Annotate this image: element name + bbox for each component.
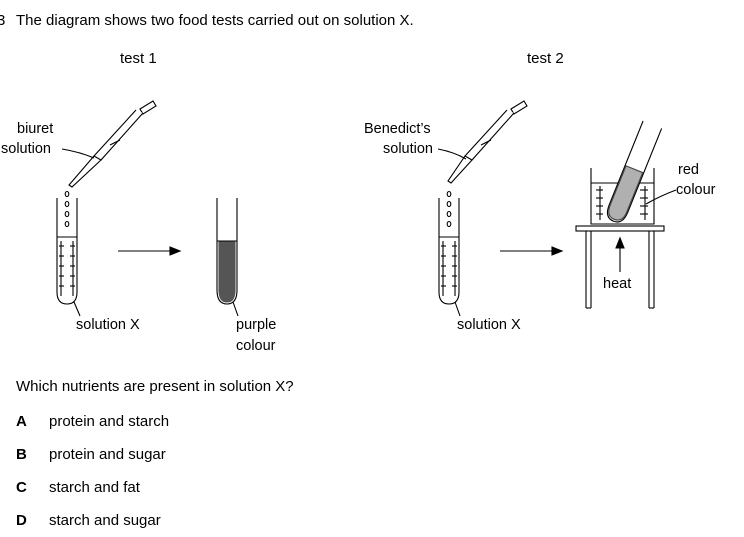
drop <box>64 220 70 228</box>
leader-line <box>645 189 677 205</box>
drop <box>64 200 70 208</box>
leader-line <box>61 148 95 159</box>
result-label-test1-line1: purple <box>236 317 277 333</box>
option-text: starch and fat <box>49 479 140 496</box>
option-a[interactable]: A protein and starch <box>16 413 169 431</box>
option-letter: D <box>16 512 27 529</box>
sample-label-test1: solution X <box>76 317 140 333</box>
question-prompt: Which nutrients are present in solution … <box>16 378 294 395</box>
option-b[interactable]: B protein and sugar <box>16 446 166 464</box>
leader-line <box>73 301 81 317</box>
reagent-label-test2-line2: solution <box>383 141 433 157</box>
reagent-label-test2-line1: Benedict’s <box>364 121 431 137</box>
leader-line <box>437 148 467 160</box>
drop <box>64 210 70 218</box>
result-label-test2-line1: red <box>678 162 699 178</box>
water-bath-beaker <box>590 168 655 225</box>
test-tube-test2 <box>438 198 460 305</box>
result-label-test2-line2: colour <box>676 182 716 198</box>
result-tube-test1 <box>216 198 238 305</box>
leader-line <box>232 301 239 317</box>
reagent-label-test1-line1: biuret <box>17 121 54 137</box>
result-label-test1-line2: colour <box>236 338 276 354</box>
arrow-head <box>551 246 564 256</box>
option-c[interactable]: C starch and fat <box>16 479 140 497</box>
leader-line <box>454 301 461 317</box>
option-letter: B <box>16 446 27 463</box>
sample-label-test2: solution X <box>457 317 521 333</box>
test2-title: test 2 <box>527 50 564 67</box>
option-letter: C <box>16 479 27 496</box>
option-text: protein and starch <box>49 413 170 430</box>
option-text: starch and sugar <box>49 512 161 529</box>
drop <box>446 200 452 208</box>
drop <box>446 220 452 228</box>
option-text: protein and sugar <box>49 446 166 463</box>
heated-test-tube <box>606 120 663 223</box>
tripod <box>575 225 665 309</box>
heat-label: heat <box>603 276 632 292</box>
drop <box>64 190 70 198</box>
question-stem: The diagram shows two food tests carried… <box>16 12 414 29</box>
option-d[interactable]: D starch and sugar <box>16 512 161 530</box>
arrow-head <box>169 246 182 256</box>
test1-title: test 1 <box>120 50 157 67</box>
dropper-test2 <box>447 100 528 184</box>
question-number: 3 <box>0 12 6 29</box>
reagent-label-test1-line2: solution <box>1 141 51 157</box>
test-tube-test1 <box>56 198 78 305</box>
arrow-head <box>615 236 625 249</box>
drop <box>446 210 452 218</box>
dropper-test1 <box>68 100 157 188</box>
option-letter: A <box>16 413 27 430</box>
drop <box>446 190 452 198</box>
